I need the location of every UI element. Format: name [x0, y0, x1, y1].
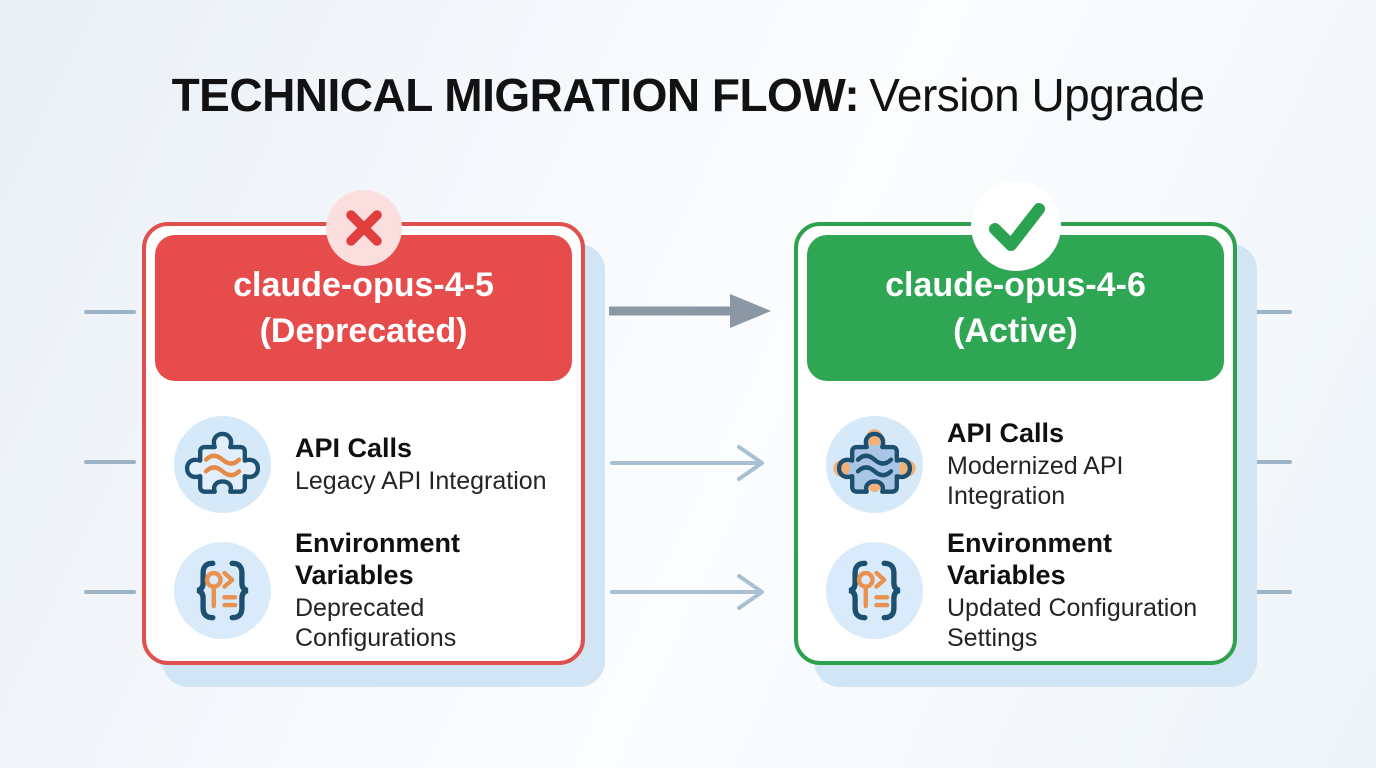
feature-subtitle: Deprecated Configurations	[295, 594, 457, 652]
feature-row-api-calls: API Calls Legacy API Integration	[174, 412, 564, 516]
feature-subtitle: Updated Configuration Settings	[947, 594, 1198, 652]
connector-tick	[1240, 310, 1292, 314]
card-active: claude-opus-4-6 (Active) API Calls Moder…	[794, 181, 1237, 665]
arrow-right-icon	[606, 291, 774, 336]
feature-title: API Calls	[295, 432, 413, 463]
model-name: claude-opus-4-6	[885, 266, 1146, 304]
model-status: (Deprecated)	[259, 312, 468, 350]
model-status: (Active)	[953, 312, 1078, 350]
braces-config-icon	[174, 541, 271, 639]
arrow-right-icon	[610, 572, 768, 617]
connector-tick	[1240, 590, 1292, 594]
feature-title: Environment Variables	[295, 527, 461, 590]
puzzle-icon	[826, 415, 923, 513]
title-emphasis: TECHNICAL MIGRATION FLOW:	[171, 69, 860, 121]
feature-row-environment-variables: Environment Variables Updated Configurat…	[826, 528, 1216, 652]
connector-tick	[84, 460, 136, 464]
puzzle-icon	[174, 415, 271, 513]
card-deprecated: claude-opus-4-5 (Deprecated) API Calls L…	[142, 190, 585, 665]
x-icon	[325, 190, 402, 266]
check-icon	[970, 181, 1061, 271]
braces-config-icon	[826, 541, 923, 639]
model-name: claude-opus-4-5	[233, 266, 494, 304]
feature-title: API Calls	[947, 417, 1065, 448]
feature-row-environment-variables: Environment Variables Deprecated Configu…	[174, 528, 564, 652]
connector-tick	[1240, 460, 1292, 464]
card-header-deprecated: claude-opus-4-5 (Deprecated)	[155, 235, 572, 381]
feature-row-api-calls: API Calls Modernized API Integration	[826, 412, 1216, 516]
connector-tick	[84, 590, 136, 594]
feature-subtitle: Modernized API Integration	[947, 452, 1124, 510]
connector-tick	[84, 310, 136, 314]
feature-subtitle: Legacy API Integration	[295, 466, 547, 495]
feature-title: Environment Variables	[947, 527, 1113, 590]
page-title: TECHNICAL MIGRATION FLOW:Version Upgrade	[0, 66, 1376, 124]
title-rest: Version Upgrade	[869, 69, 1205, 121]
arrow-right-icon	[610, 443, 768, 488]
